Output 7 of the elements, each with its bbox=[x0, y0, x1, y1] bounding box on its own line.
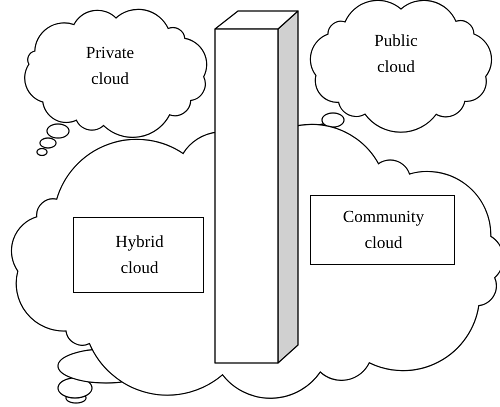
pillar-drawing bbox=[214, 8, 300, 366]
cloud-type-label: Hybrid cloud bbox=[114, 231, 165, 279]
cloud-type-label: Public cloud bbox=[373, 30, 419, 78]
cloud-type-label: Private cloud bbox=[84, 42, 136, 90]
text-box bbox=[73, 217, 204, 293]
cloud-type-label: Community cloud bbox=[342, 206, 426, 254]
text-box bbox=[310, 195, 455, 265]
